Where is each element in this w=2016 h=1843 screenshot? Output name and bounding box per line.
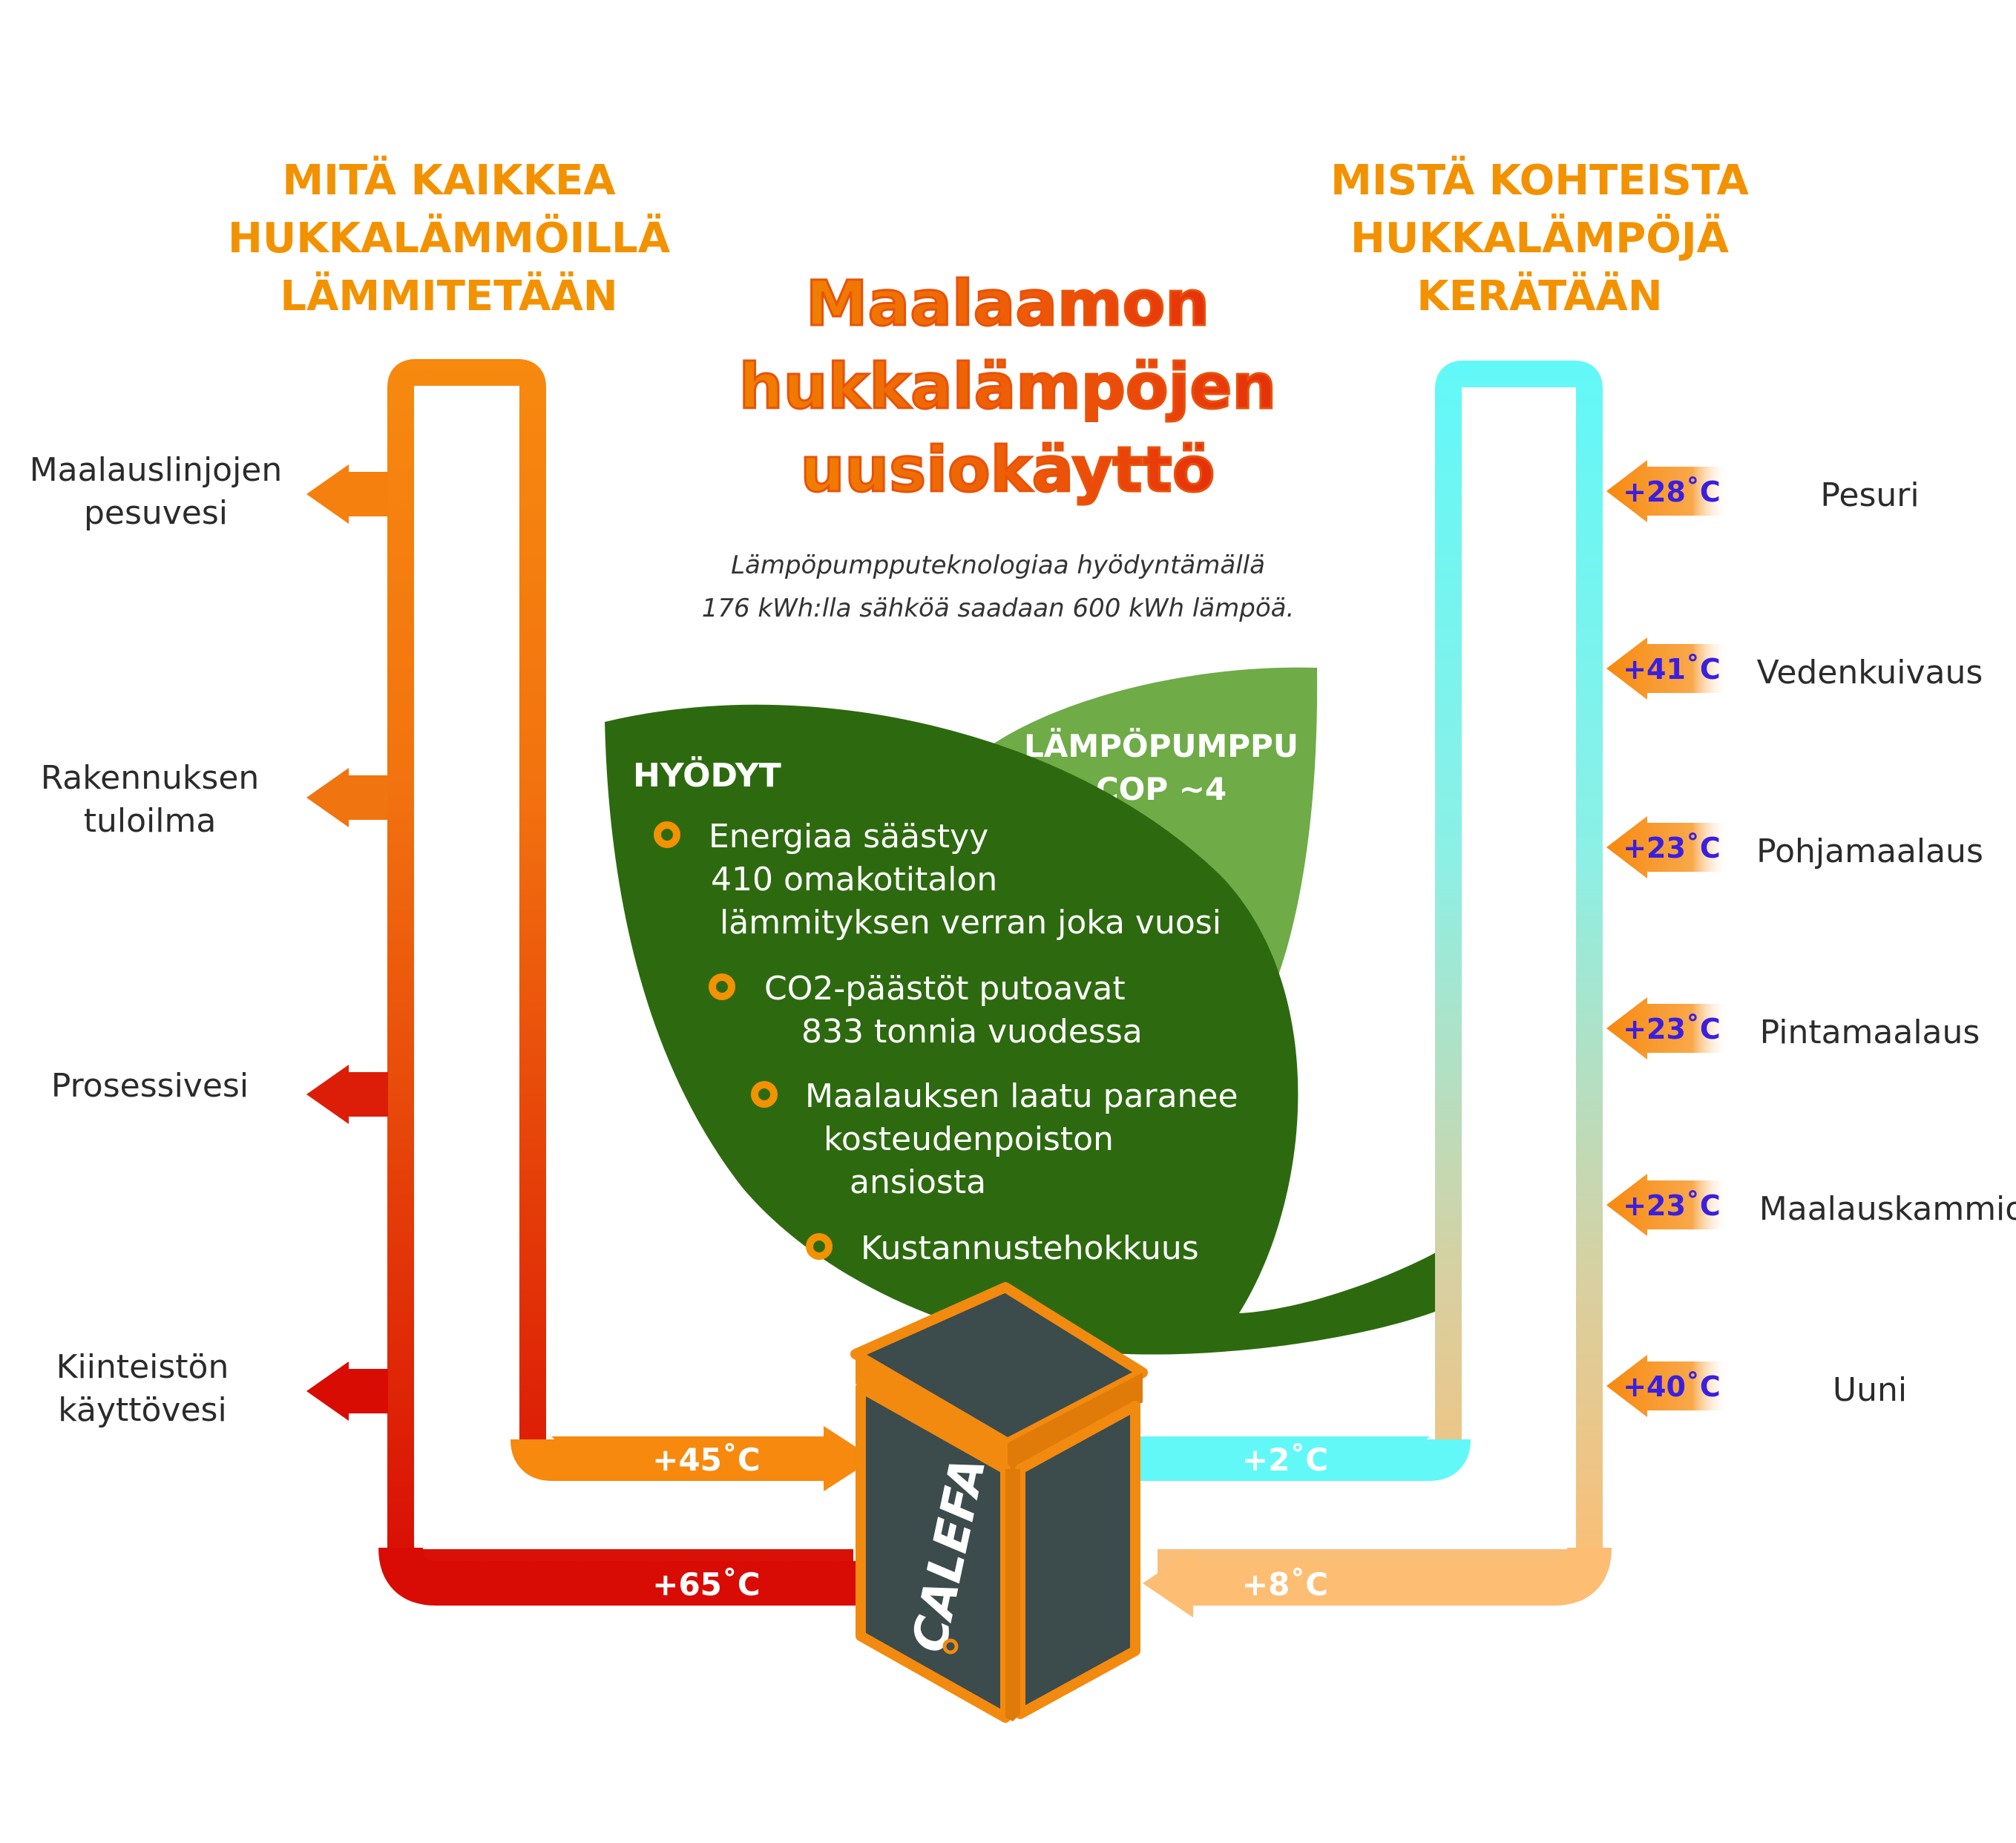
benefit-4-line1: Kustannustehokkuus [861,1229,1199,1267]
bullet-icon-4 [806,1233,833,1260]
temp-45: +45˚C [652,1442,760,1478]
page-title: Maalaamon hukkalämpöjen uusiokäyttö [738,266,1277,507]
output-2-line2: tuloilma [84,802,217,840]
source-4-temp: +23˚C [1623,1013,1721,1045]
title-line3: uusiokäyttö [801,433,1215,506]
benefit-1-line3: lämmityksen verran joka vuosi [720,904,1221,942]
source-3-label: Pohjamaalaus [1756,832,1983,870]
output-1-line2: pesuvesi [84,494,228,532]
pipe-65 [378,1546,876,1606]
output-4-line1: Kiinteistön [56,1348,229,1386]
title-line2: hukkalämpöjen [739,350,1276,423]
right-heading-line3: KERÄTÄÄN [1416,272,1662,321]
left-heading: MITÄ KAIKKEA HUKKALÄMMÖILLÄ LÄMMITETÄÄN [228,157,671,321]
subtitle: Lämpöpumpputeknologiaa hyödyntämällä 176… [702,551,1295,623]
bullet-icon-1 [654,821,680,848]
calefa-logo-dot [942,1638,959,1655]
left-heading-line1: MITÄ KAIKKEA [282,157,616,205]
source-6-temp: +40˚C [1623,1370,1721,1403]
source-1-temp: +28˚C [1623,476,1721,508]
benefit-1-line1: Energiaa säästyy [709,818,988,855]
right-heading-line1: MISTÄ KOHTEISTA [1330,157,1749,205]
pipe-8 [1187,1546,1612,1606]
pipe-45-arrowhead [824,1426,874,1491]
box-top-rim-right [1008,1373,1143,1473]
source-1-label: Pesuri [1820,476,1919,514]
bullet-icon-3 [751,1081,778,1108]
benefit-bullets [654,821,833,1260]
left-heading-line2: HUKKALÄMMÖILLÄ [228,214,671,263]
heat-pump-line1: LÄMPÖPUMPPU [1024,727,1298,764]
pipe-8-arrowhead [1143,1549,1193,1617]
benefit-3-line3: ansiosta [850,1163,986,1201]
benefits-heading: HYÖDYT [633,755,781,795]
source-arrow-5 [1606,1174,1729,1236]
title-line1: Maalaamon [806,267,1209,340]
temp-65: +65˚C [652,1566,760,1603]
source-labels: Pesuri Vedenkuivaus Pohjamaalaus Pintama… [1756,476,2016,1409]
benefit-3-line1: Maalauksen laatu paranee [805,1077,1238,1115]
source-6-label: Uuni [1833,1371,1907,1409]
source-arrow-3 [1606,816,1729,878]
benefits-leaf [605,704,1458,1355]
source-arrow-6 [1606,1355,1729,1417]
benefit-1-line2: 410 omakotitalon [711,861,997,898]
source-arrow-2 [1606,637,1729,700]
output-arrows [306,464,388,1421]
output-labels: Maalauslinjojen pesuvesi Rakennuksen tul… [30,451,283,1429]
right-heading: MISTÄ KOHTEISTA HUKKALÄMPÖJÄ KERÄTÄÄN [1330,157,1749,321]
subtitle-line1: Lämpöpumpputeknologiaa hyödyntämällä [731,551,1265,580]
output-arrow-3 [306,1065,388,1124]
benefit-texts: Energiaa säästyy 410 omakotitalon lämmit… [709,818,1238,1267]
benefit-3-line2: kosteudenpoiston [824,1120,1114,1158]
output-arrow-4 [306,1361,388,1421]
pipe-45 [510,1436,831,1481]
output-4-line2: käyttövesi [58,1391,226,1429]
source-temps: +28˚C +41˚C +23˚C +23˚C +23˚C +40˚C [1623,476,1721,1403]
output-arrow-2 [306,768,388,827]
source-arrows [1606,460,1729,1417]
box-corner-edge [1005,1469,1020,1721]
benefit-2-line2: 833 tonnia vuodessa [801,1013,1143,1051]
output-arrow-1 [306,464,388,524]
source-arrow-4 [1606,997,1729,1060]
source-2-label: Vedenkuivaus [1757,654,1983,691]
subtitle-line2: 176 kWh:lla sähköä saadaan 600 kWh lämpö… [702,594,1295,623]
pipe-2 [1128,1436,1471,1481]
right-heading-line2: HUKKALÄMPÖJÄ [1350,214,1730,263]
output-3-line1: Prosessivesi [51,1067,249,1105]
source-3-temp: +23˚C [1623,832,1721,864]
output-1-line1: Maalauslinjojen [30,451,283,489]
temp-2: +2˚C [1242,1442,1328,1478]
source-2-temp: +41˚C [1623,653,1721,686]
bullet-icon-2 [709,973,735,1000]
pipe-temps: +45˚C +65˚C +2˚C +8˚C [652,1442,1328,1603]
source-5-temp: +23˚C [1623,1189,1721,1222]
heat-pump-unit: CALEFA [850,1282,1148,1723]
source-5-label: Maalauskammio [1759,1190,2016,1228]
source-4-label: Pintamaalaus [1760,1014,1980,1051]
benefit-2-line1: CO2-päästöt putoavat [764,970,1126,1008]
source-arrow-1 [1606,460,1729,522]
temp-8: +8˚C [1242,1566,1328,1603]
left-heading-line3: LÄMMITETÄÄN [280,272,617,321]
output-2-line1: Rakennuksen [41,759,260,797]
